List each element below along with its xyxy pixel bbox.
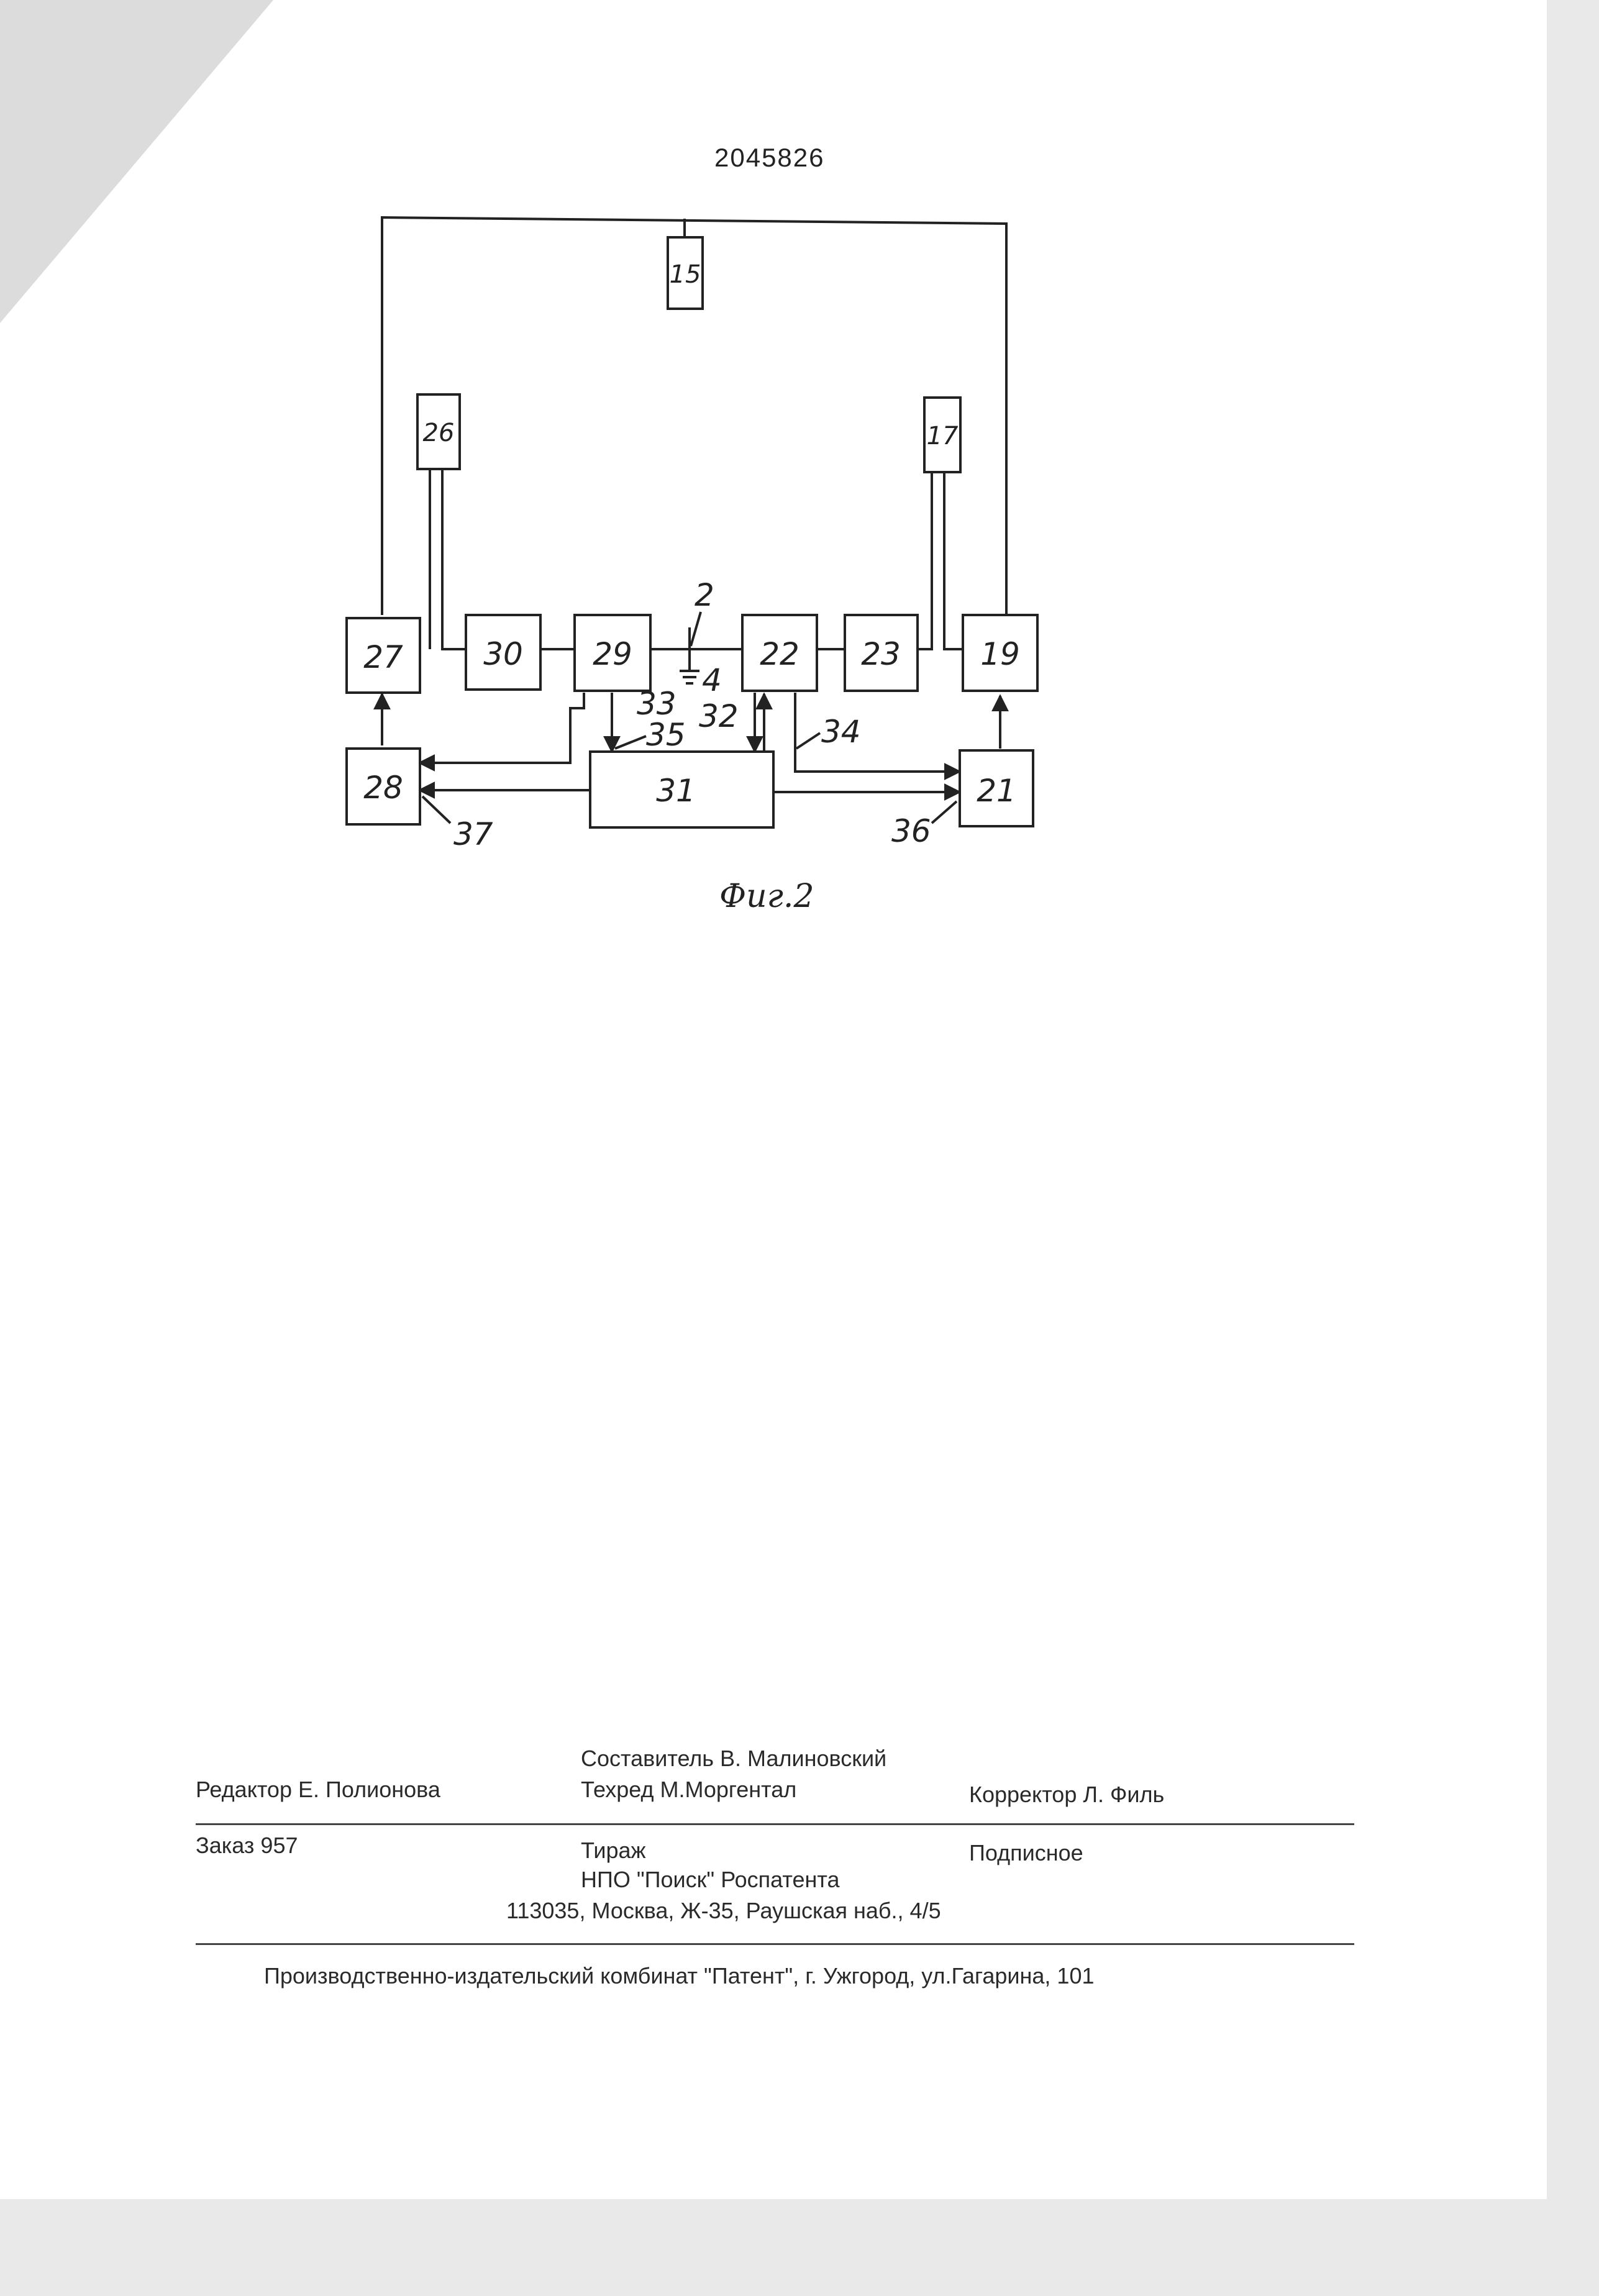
block-22-label: 22 — [760, 636, 800, 672]
wire-17-a — [918, 472, 933, 650]
paper-sheet — [0, 0, 1547, 2199]
arrow-29-28 — [417, 693, 585, 772]
leader-2 — [690, 611, 702, 647]
block-23-label: 23 — [861, 636, 901, 672]
rule-2 — [196, 1943, 1354, 1945]
leader-36 — [931, 800, 958, 824]
block-29: 29 — [573, 614, 652, 692]
ref-33: 33 — [637, 686, 676, 722]
block-28: 28 — [345, 747, 421, 826]
figure-caption: Фиг.2 — [719, 878, 814, 915]
leader-35 — [614, 735, 647, 750]
block-27-label: 27 — [363, 639, 403, 675]
block-15: 15 — [667, 236, 704, 310]
leader-37 — [421, 795, 452, 824]
block-29-label: 29 — [593, 636, 632, 672]
block-30-label: 30 — [483, 636, 523, 672]
imprint-printer: Производственно-издательский комбинат "П… — [264, 1963, 1095, 1988]
ref-35: 35 — [646, 717, 686, 753]
wire-17-b — [943, 472, 963, 650]
ref-32: 32 — [699, 698, 739, 734]
block-19-label: 19 — [980, 636, 1020, 672]
imprint-circulation: Тираж — [581, 1838, 646, 1863]
ref-36: 36 — [891, 813, 931, 849]
block-15-label: 15 — [670, 260, 701, 289]
block-31-label: 31 — [656, 773, 696, 809]
imprint-corrector: Корректор Л. Филь — [969, 1782, 1165, 1807]
ref-4: 4 — [702, 662, 722, 698]
leader-34 — [795, 732, 821, 750]
block-27: 27 — [345, 617, 421, 694]
patent-number: 2045826 — [714, 143, 825, 172]
imprint-publisher: НПО "Поиск" Роспатента — [581, 1867, 840, 1892]
block-28-label: 28 — [363, 770, 403, 806]
block-17: 17 — [923, 396, 962, 473]
imprint-address: 113035, Москва, Ж-35, Раушская наб., 4/5 — [506, 1898, 941, 1923]
block-31: 31 — [589, 750, 775, 829]
block-17-label: 17 — [927, 422, 959, 450]
ref-34: 34 — [821, 714, 861, 750]
rule-1 — [196, 1823, 1354, 1825]
imprint-techred: Техред М.Моргентал — [581, 1777, 797, 1802]
block-26-label: 26 — [423, 419, 455, 447]
ref-37: 37 — [453, 816, 493, 852]
block-diagram: 15 26 17 27 30 29 22 23 19 28 31 21 — [345, 216, 1039, 915]
imprint-editor: Редактор Е. Полионова — [196, 1777, 440, 1802]
block-26: 26 — [416, 393, 461, 470]
block-21-label: 21 — [977, 773, 1016, 809]
block-30: 30 — [465, 614, 542, 691]
arrow-22-21 — [794, 693, 962, 780]
folded-corner — [0, 0, 273, 323]
block-21: 21 — [959, 749, 1034, 827]
block-22: 22 — [741, 614, 818, 692]
block-19: 19 — [962, 614, 1039, 692]
block-23: 23 — [844, 614, 919, 692]
imprint-subscription: Подписное — [969, 1840, 1083, 1866]
top-loop-wire — [381, 216, 1008, 615]
ref-2: 2 — [695, 577, 714, 613]
imprint-order: Заказ 957 — [196, 1833, 298, 1858]
imprint-compiler: Составитель В. Малиновский — [581, 1746, 887, 1771]
wire-26-b — [441, 469, 466, 650]
